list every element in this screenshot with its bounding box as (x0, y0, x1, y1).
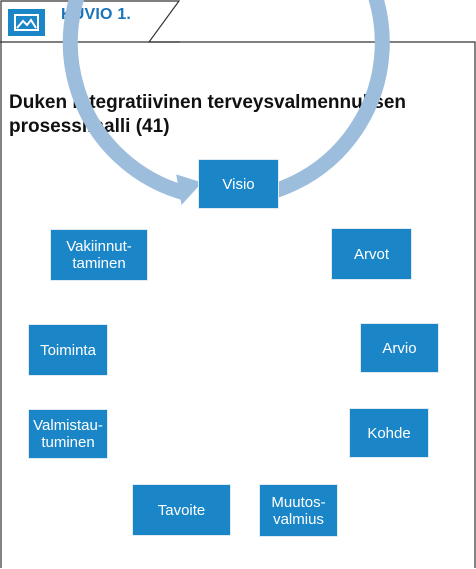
figure-title: Duken integratiivinen terveysvalmennukse… (9, 92, 407, 137)
node-muutosvalmius: Muutos- valmius (259, 484, 338, 537)
node-visio: Visio (198, 159, 279, 209)
node-tavoite: Tavoite (132, 484, 231, 536)
node-arvio: Arvio (360, 323, 439, 373)
node-vakiinnuttaminen: Vakiinnut- taminen (50, 229, 148, 281)
node-valmistautuminen: Valmistau- tuminen (28, 409, 108, 459)
node-arvot: Arvot (331, 228, 412, 280)
node-toiminta: Toiminta (28, 324, 108, 376)
image-icon (8, 9, 45, 36)
node-kohde: Kohde (349, 408, 429, 458)
